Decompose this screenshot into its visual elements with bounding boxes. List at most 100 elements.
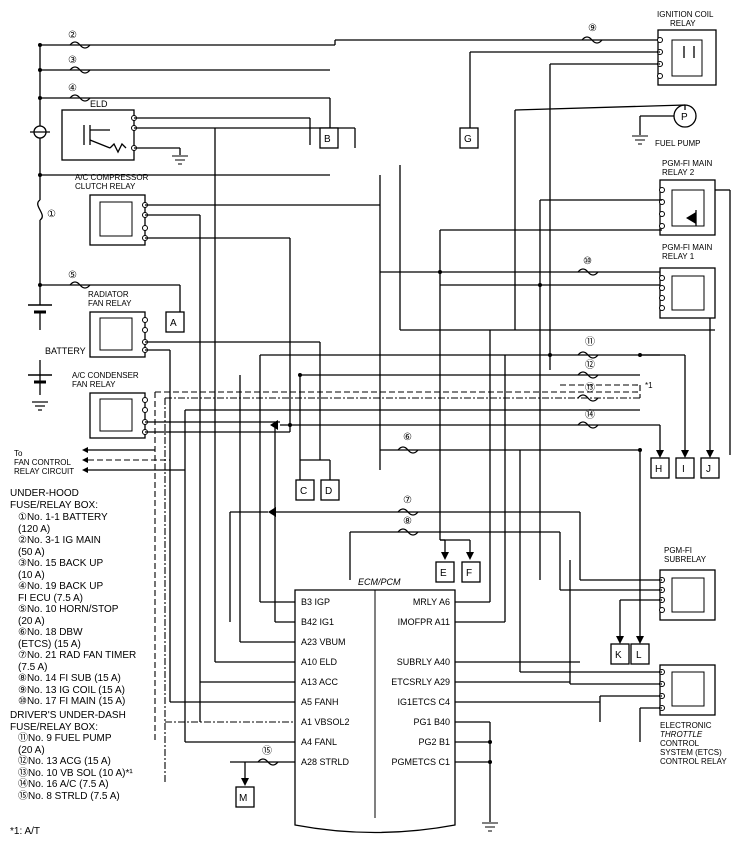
ecm-left-pin: B3 IGP xyxy=(301,597,330,607)
svg-text:K: K xyxy=(615,650,622,661)
connector-H: H xyxy=(650,457,670,479)
fuse-12-label: ⑫ xyxy=(585,359,595,371)
svg-text:I: I xyxy=(682,464,685,475)
fuse-13-label: ⑬ xyxy=(585,382,595,394)
fuel-pump-symbol: P xyxy=(681,112,688,123)
ecm-right-pin: IG1ETCS C4 xyxy=(397,697,450,707)
svg-text:B: B xyxy=(324,134,331,145)
ecm-title: ECM/PCM xyxy=(358,577,401,587)
legend-item: ⑭No. 16 A/C (7.5 A) xyxy=(18,779,109,790)
svg-text:M: M xyxy=(239,793,247,804)
ecm-right-pin: PG1 B40 xyxy=(413,717,450,727)
radiator-fan-relay xyxy=(89,311,148,358)
connector-I: I xyxy=(675,457,695,479)
fuse-6-label: ⑥ xyxy=(403,432,412,443)
connector-C: C xyxy=(295,479,315,501)
underdash-legend-title: DRIVER'S UNDER-DASH FUSE/RELAY BOX: xyxy=(10,710,126,733)
eld-module xyxy=(61,109,188,165)
connector-E: E xyxy=(435,561,455,583)
svg-text:L: L xyxy=(636,650,642,661)
connector-F: F xyxy=(461,561,481,583)
connector-A: A xyxy=(165,311,185,333)
ecm-left-pin: A1 VBSOL2 xyxy=(301,717,350,727)
svg-text:H: H xyxy=(655,464,662,475)
mid-fuses: ⑩ ⑪ ⑫ ⑬ ⑭ ⑥ ⑦ ⑧ xyxy=(397,256,599,536)
ecm-right-pin: ETCSRLY A29 xyxy=(391,677,450,687)
ecm-left-pin: A23 VBUM xyxy=(301,637,346,647)
underdash-legend-list: ⑪No. 9 FUEL PUMP (20 A)⑫No. 13 ACG (15 A… xyxy=(18,733,133,802)
battery-symbol xyxy=(28,300,52,411)
legend-item: ⑧No. 14 FI SUB (15 A) xyxy=(18,673,121,684)
legend-item: ⑨No. 13 IG COIL (15 A) xyxy=(18,684,125,696)
fuse-11-label: ⑪ xyxy=(585,336,595,348)
fan-control-arrows xyxy=(82,447,185,473)
ecm-left-pin: B42 IG1 xyxy=(301,617,334,627)
connector-B: B xyxy=(319,127,339,149)
fuse-10-label: ⑩ xyxy=(583,256,592,267)
ecm-right-pin: PGMETCS C1 xyxy=(391,757,450,767)
ecm-left-pin: A13 ACC xyxy=(301,677,339,687)
fuse-4-label: ④ xyxy=(68,83,77,94)
legend-item: ⑥No. 18 DBW (ETCS) (15 A) xyxy=(18,627,83,650)
connector-L: L xyxy=(630,643,650,665)
fuse-1-label: ① xyxy=(47,209,56,220)
svg-text:F: F xyxy=(466,568,472,579)
pgm-main-relay-1 xyxy=(659,267,716,319)
etcs-relay xyxy=(659,664,716,716)
legend-item: ⑫No. 13 ACG (15 A) xyxy=(18,756,111,767)
fuse-3-label: ③ xyxy=(68,55,77,66)
ecm-right-pin: MRLY A6 xyxy=(413,597,450,607)
legend-item: ⑩No. 17 FI MAIN (15 A) xyxy=(18,696,126,707)
pgm-main-relay-2 xyxy=(659,179,716,236)
svg-text:A: A xyxy=(170,318,177,329)
fuse-15-label: ⑮ xyxy=(262,745,272,757)
ecm-left-pin: A10 ELD xyxy=(301,657,338,667)
footnote: *1: A/T xyxy=(10,826,41,837)
eld-label: ELD xyxy=(90,99,108,109)
svg-text:J: J xyxy=(706,464,711,475)
legend-item: ②No. 3-1 IG MAIN (50 A) xyxy=(18,535,101,558)
underhood-legend-list: ①No. 1-1 BATTERY (120 A)②No. 3-1 IG MAIN… xyxy=(18,512,136,708)
ac-condenser-relay xyxy=(89,392,148,439)
connector-J: J xyxy=(700,457,720,479)
ignition-coil-relay xyxy=(657,29,717,86)
ecm-left-pin: A5 FANH xyxy=(301,697,339,707)
legend-item: ⑦No. 21 RAD FAN TIMER (7.5 A) xyxy=(18,650,137,673)
junction-dots xyxy=(38,43,642,764)
ecm-left-pin: A28 STRLD xyxy=(301,757,350,767)
fuse-5-label: ⑤ xyxy=(68,270,77,281)
ecm-right-pin: PG2 B1 xyxy=(418,737,450,747)
underhood-legend-title: UNDER-HOOD FUSE/RELAY BOX: xyxy=(10,488,98,511)
svg-text:E: E xyxy=(440,568,447,579)
legend-item: ⑮No. 8 STRLD (7.5 A) xyxy=(18,790,120,802)
footnote-mark: *1 xyxy=(645,381,653,390)
fuse-2-label: ② xyxy=(68,30,77,41)
fuel-pump-label: FUEL PUMP xyxy=(655,139,701,148)
fuse-14-label: ⑭ xyxy=(585,409,595,421)
legend-item: ①No. 1-1 BATTERY (120 A) xyxy=(18,512,108,535)
legend-item: ⑬No. 10 VB SOL (10 A)*¹ xyxy=(18,767,133,779)
legend-item: ⑤No. 10 HORN/STOP (20 A) xyxy=(18,604,119,627)
svg-text:C: C xyxy=(300,486,307,497)
connector-D: D xyxy=(320,479,340,501)
fuse-9-label: ⑨ xyxy=(588,23,597,34)
legend-item: ③No. 15 BACK UP (10 A) xyxy=(18,558,104,581)
top-fuses: ② ③ ④ ⑤ ⑨ xyxy=(68,23,603,289)
fuse-8-label: ⑧ xyxy=(403,516,412,527)
battery-label: BATTERY xyxy=(45,346,86,356)
ecm-left-pin: A4 FANL xyxy=(301,737,337,747)
connector-M: M xyxy=(235,786,255,808)
svg-text:D: D xyxy=(325,486,332,497)
connector-K: K xyxy=(610,643,630,665)
